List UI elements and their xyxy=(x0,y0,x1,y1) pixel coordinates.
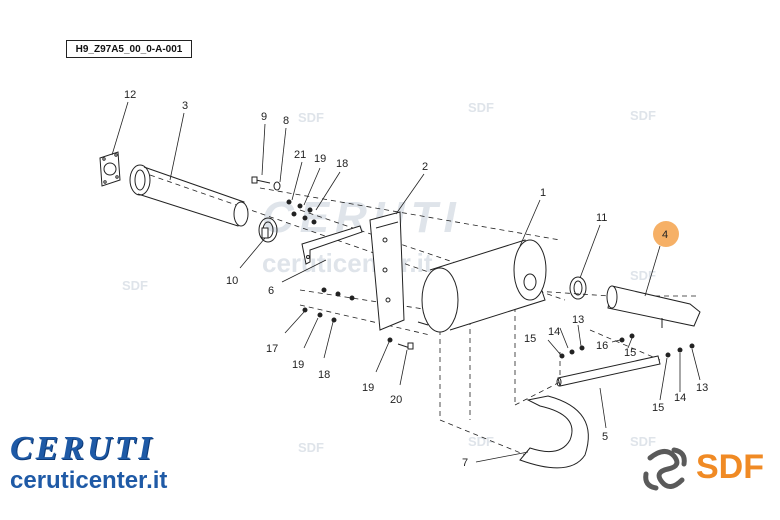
callout-1: 1 xyxy=(540,187,546,199)
callout-13-top: 13 xyxy=(572,314,584,326)
callout-19-bottom: 19 xyxy=(362,382,374,394)
callout-14-bottom: 14 xyxy=(674,392,686,404)
callout-6: 6 xyxy=(268,285,274,297)
callout-10: 10 xyxy=(226,275,238,287)
sdf-logo: SDF xyxy=(640,444,780,494)
callout-4: 4 xyxy=(662,229,668,241)
bolt-group-top xyxy=(251,176,317,225)
sdf-emblem-icon xyxy=(643,447,687,491)
ceruti-website: ceruticenter.it xyxy=(10,467,168,494)
callout-21: 21 xyxy=(294,149,306,161)
callout-9: 9 xyxy=(261,111,267,123)
mounting-bracket-part xyxy=(369,211,405,331)
muffler-part xyxy=(421,239,547,333)
watermark-sdf-6: SDF xyxy=(298,440,324,455)
watermark-ceruti: CERUTI xyxy=(262,193,462,242)
muffler-strap-part xyxy=(519,395,589,469)
ceruti-logo: CERUTI ceruticenter.it xyxy=(10,432,230,494)
callout-19-top: 19 xyxy=(314,153,326,165)
callout-15-top: 15 xyxy=(524,333,536,345)
callout-19-left: 19 xyxy=(292,359,304,371)
callout-15-bottom: 15 xyxy=(652,402,664,414)
callout-16: 16 xyxy=(596,340,608,352)
tailpipe-clamp-part xyxy=(569,276,587,300)
gasket-part xyxy=(99,151,121,187)
watermark-sdf-8: SDF xyxy=(630,434,656,449)
watermark-sdf-2: SDF xyxy=(468,100,494,115)
exhaust-pipe-part xyxy=(129,164,249,227)
callout-3: 3 xyxy=(182,100,188,112)
tailpipe-part xyxy=(606,285,701,328)
callout-5: 5 xyxy=(602,431,608,443)
reference-code: H9_Z97A5_00_0-A-001 xyxy=(66,40,192,58)
bolt-group-left xyxy=(302,287,429,350)
callout-14-top: 14 xyxy=(548,326,560,338)
callout-8: 8 xyxy=(283,115,289,127)
watermark-layer: CERUTI ceruticenter.it SDF SDF SDF SDF S… xyxy=(122,100,656,455)
callout-2: 2 xyxy=(422,161,428,173)
callout-11: 11 xyxy=(596,212,607,224)
alignment-lines xyxy=(149,174,700,457)
leader-lines xyxy=(111,101,701,463)
sdf-wordmark: SDF xyxy=(696,448,764,486)
callout-7: 7 xyxy=(462,457,468,469)
callout-12: 12 xyxy=(124,89,136,101)
callout-18-top: 18 xyxy=(336,158,348,170)
callout-15-mid: 15 xyxy=(624,347,636,359)
support-rod-part xyxy=(556,355,661,387)
watermark-sdf-7: SDF xyxy=(468,434,494,449)
watermark-sdf-4: SDF xyxy=(122,278,148,293)
callout-labels: 12 3 9 8 21 19 18 2 1 11 4 10 6 17 19 18… xyxy=(124,89,708,469)
watermark-sdf-1: SDF xyxy=(298,110,324,125)
callout-20: 20 xyxy=(390,394,402,406)
watermark-sdf-3: SDF xyxy=(630,108,656,123)
callout-17: 17 xyxy=(266,343,278,355)
callout-13-bottom: 13 xyxy=(696,382,708,394)
watermark-sdf-5: SDF xyxy=(630,268,656,283)
watermark-site: ceruticenter.it xyxy=(262,248,433,278)
pipe-clamp-part xyxy=(258,217,278,243)
ceruti-wordmark: CERUTI xyxy=(10,430,155,467)
bolt-group-right xyxy=(559,333,695,359)
highlight-badge xyxy=(653,221,679,247)
callout-18-left: 18 xyxy=(318,369,330,381)
bracket-part-6 xyxy=(301,225,363,265)
